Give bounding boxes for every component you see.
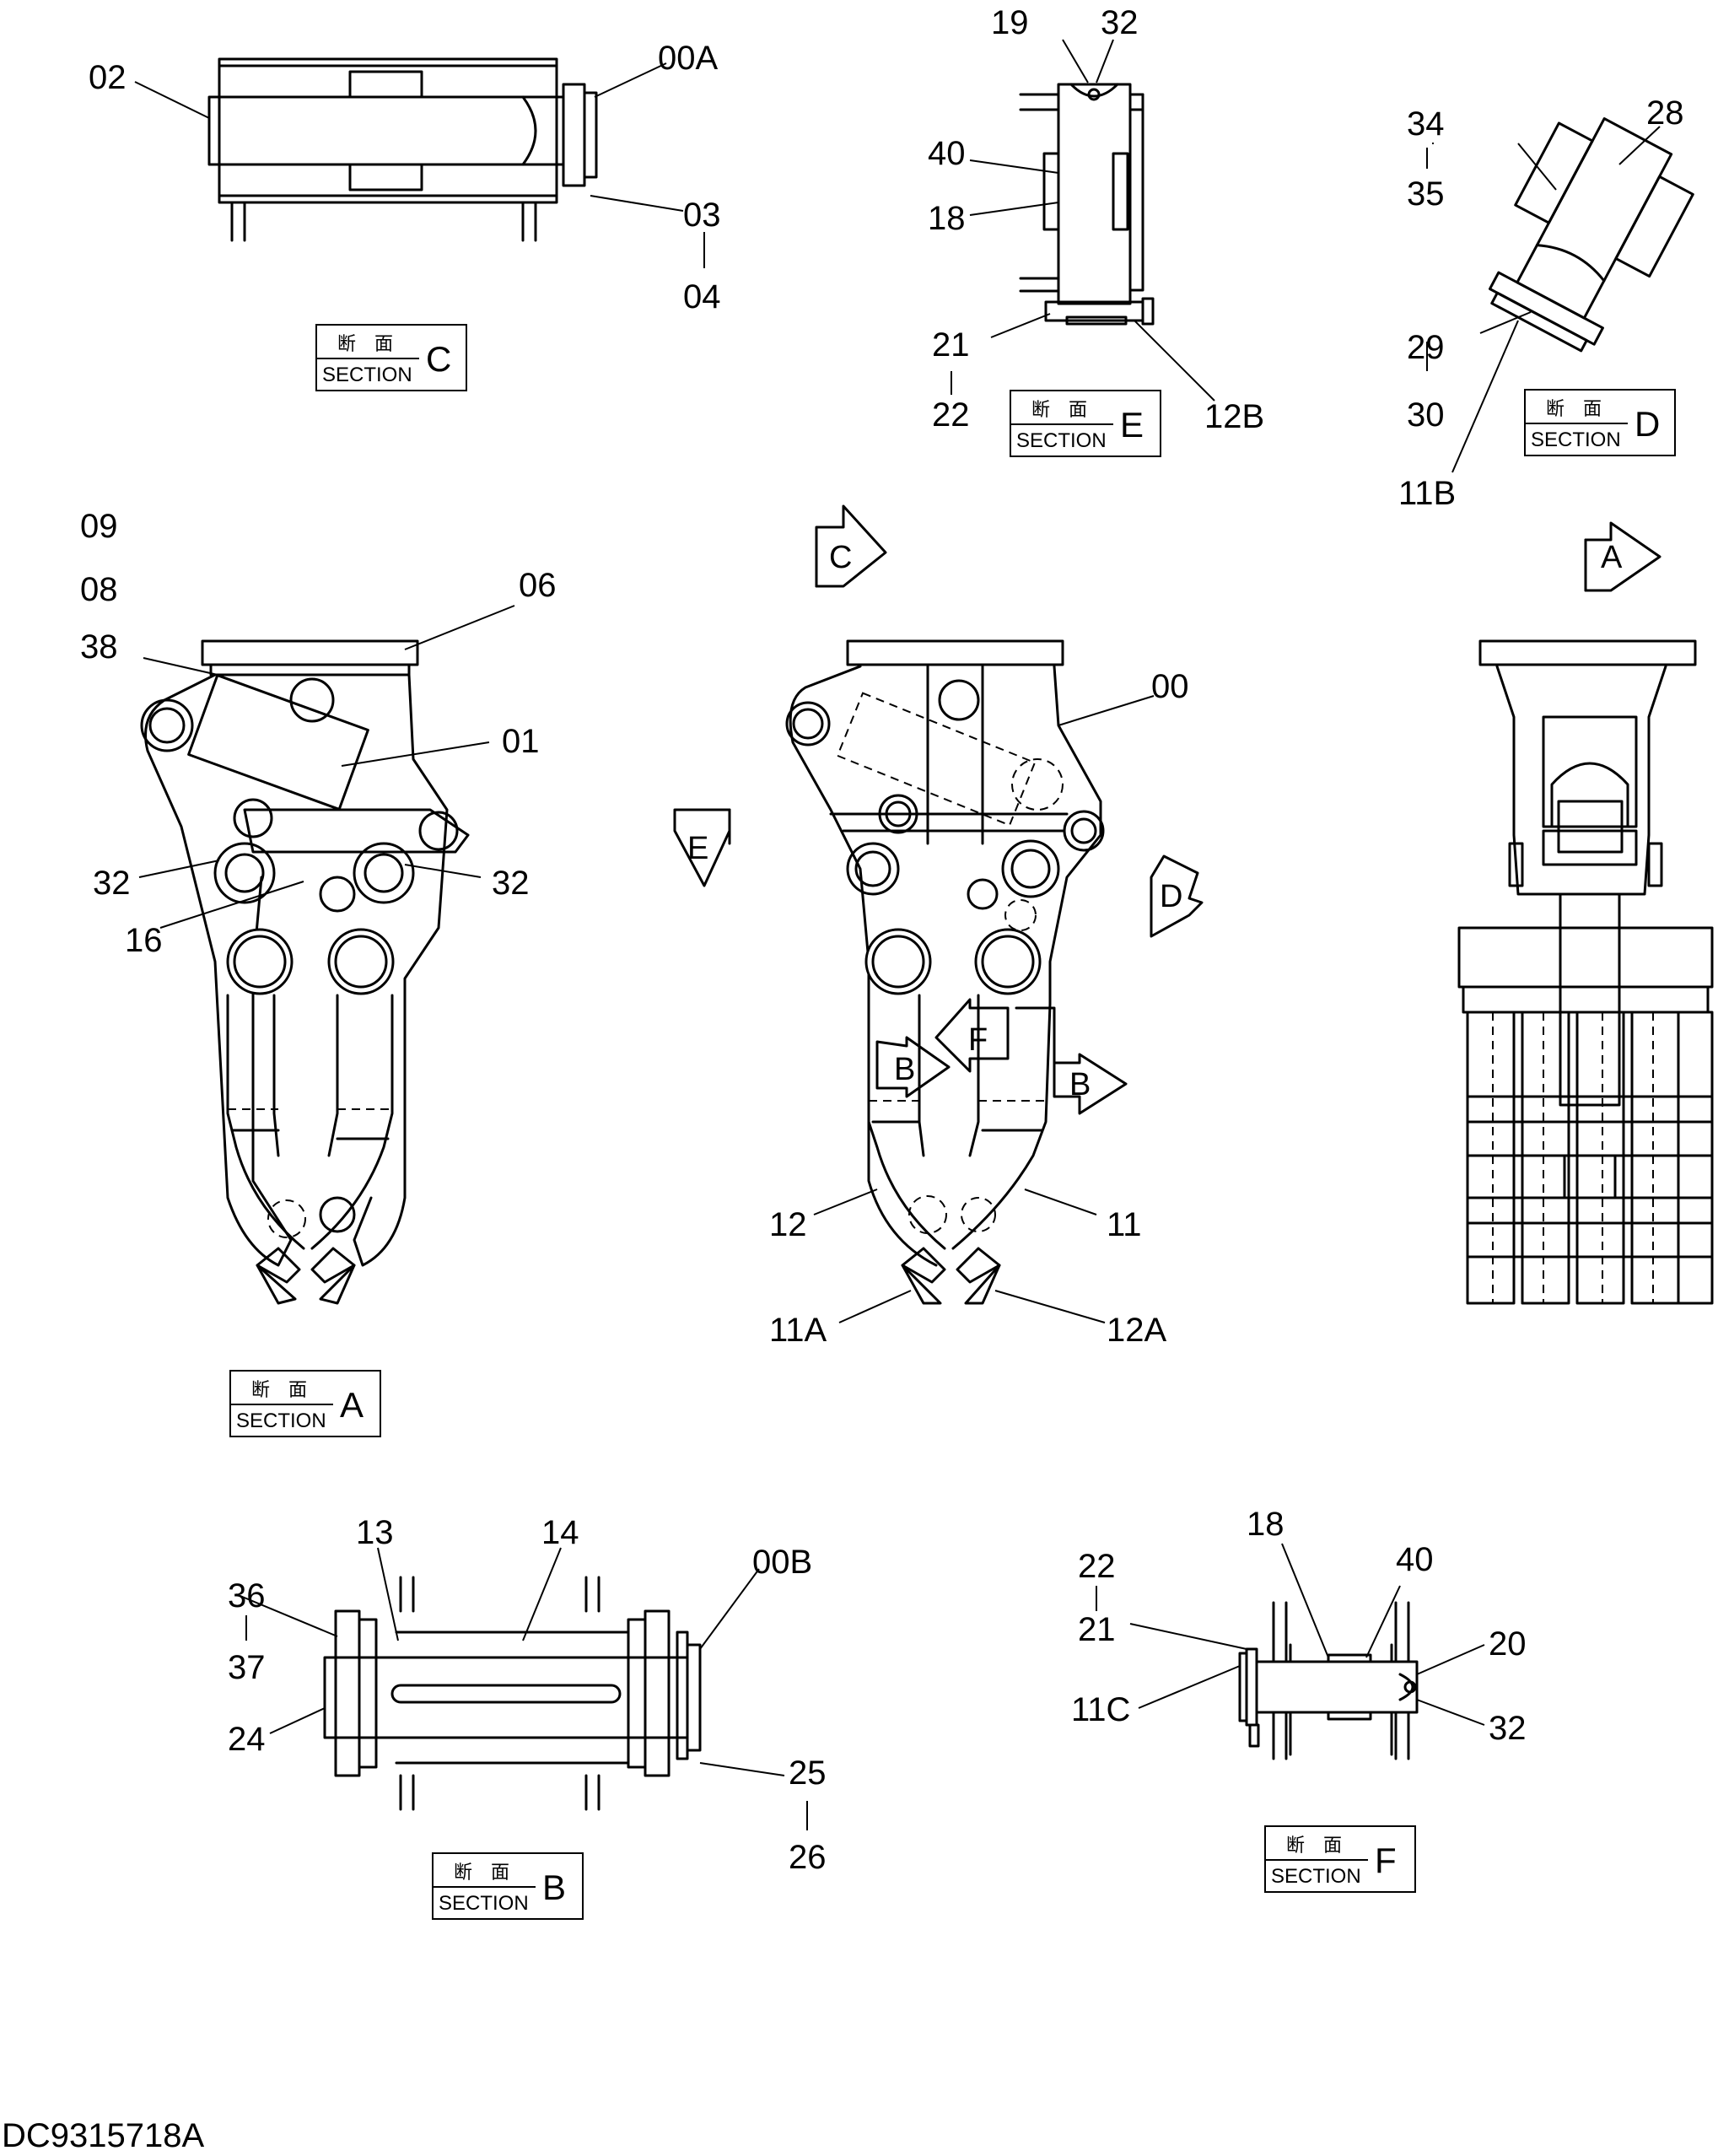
part-label: 21	[932, 326, 970, 364]
section-d-drawing	[1426, 117, 1694, 473]
part-label: 03	[683, 197, 721, 234]
section-box-d-en: SECTION	[1531, 429, 1621, 451]
view-arrow-a-letter: A	[1601, 540, 1623, 575]
view-arrow-f-letter: F	[968, 1022, 988, 1058]
part-label: 12B	[1204, 398, 1264, 435]
section-a-drawing	[138, 605, 515, 1305]
section-box-c: 断 面 SECTION C	[315, 324, 467, 391]
part-label: 13	[356, 1514, 394, 1551]
section-box-e: 断 面 SECTION E	[1010, 390, 1161, 457]
part-label: 01	[502, 723, 540, 760]
part-label: 11	[1107, 1206, 1142, 1243]
section-box-f: 断 面 SECTION F	[1264, 1825, 1416, 1893]
part-label: 34	[1407, 105, 1445, 143]
section-box-e-letter: E	[1120, 405, 1144, 445]
view-arrow-b-right: B	[1015, 1006, 1128, 1115]
part-label: 11B	[1398, 475, 1456, 512]
section-box-c-jp: 断 面	[337, 334, 393, 355]
part-label: 11C	[1071, 1691, 1130, 1728]
section-box-a-en: SECTION	[236, 1409, 326, 1432]
part-label: 38	[80, 628, 118, 666]
part-label: 04	[683, 278, 721, 315]
part-label: 28	[1646, 94, 1684, 132]
part-label: 02	[89, 59, 127, 96]
section-box-e-jp: 断 面	[1031, 400, 1087, 421]
part-label: 40	[928, 135, 966, 172]
section-b-drawing	[235, 1547, 808, 1830]
part-label: 32	[93, 865, 131, 902]
section-box-d: 断 面 SECTION D	[1524, 389, 1676, 456]
section-box-b-letter: B	[542, 1868, 566, 1907]
part-label: 36	[228, 1577, 266, 1614]
front-view-drawing	[1457, 639, 1714, 1305]
section-box-d-letter: D	[1635, 404, 1660, 444]
section-box-f-en: SECTION	[1271, 1865, 1361, 1888]
section-box-c-en: SECTION	[322, 364, 412, 386]
view-arrow-c: C	[815, 504, 887, 588]
part-label: 06	[519, 567, 557, 604]
part-label: 11A	[769, 1312, 827, 1349]
part-label: 08	[80, 571, 118, 608]
part-label: 24	[228, 1721, 266, 1758]
section-box-a-letter: A	[340, 1385, 364, 1425]
section-box-f-jp: 断 面	[1286, 1835, 1342, 1857]
section-box-b-jp: 断 面	[454, 1862, 509, 1884]
part-label: 29	[1407, 329, 1445, 366]
part-label: 19	[991, 4, 1029, 41]
section-box-d-jp: 断 面	[1546, 399, 1602, 420]
view-arrow-b-left: B	[875, 1036, 951, 1098]
view-arrow-d: D	[1150, 854, 1204, 938]
part-label: 14	[541, 1514, 579, 1551]
view-arrow-e-letter: E	[687, 831, 708, 866]
part-label: 20	[1489, 1625, 1527, 1663]
view-arrow-c-letter: C	[829, 540, 852, 575]
view-arrow-b-left-letter: B	[894, 1052, 915, 1087]
part-label: 21	[1078, 1611, 1116, 1648]
part-label: 09	[80, 508, 118, 545]
view-arrow-a: A	[1584, 521, 1661, 592]
part-label: 30	[1407, 396, 1445, 434]
part-label: 32	[1101, 4, 1139, 41]
part-label: 26	[789, 1839, 827, 1876]
part-label: 18	[1247, 1506, 1284, 1543]
part-label: 35	[1407, 175, 1445, 213]
view-arrow-b-right-letter: B	[1069, 1067, 1091, 1102]
part-label: 00B	[752, 1544, 812, 1581]
part-label: 32	[1489, 1710, 1527, 1747]
section-c-drawing	[134, 57, 705, 268]
section-box-e-en: SECTION	[1016, 429, 1107, 452]
section-box-a-jp: 断 面	[251, 1380, 307, 1401]
part-label: 32	[492, 865, 530, 902]
part-label: 12A	[1107, 1312, 1166, 1349]
section-box-f-letter: F	[1375, 1841, 1397, 1880]
section-box-b: 断 面 SECTION B	[432, 1852, 584, 1920]
section-f-drawing	[1096, 1543, 1485, 1760]
part-label: 37	[228, 1649, 266, 1686]
part-label: 00	[1151, 668, 1189, 705]
section-e-drawing	[951, 39, 1215, 402]
view-arrow-e: E	[673, 808, 731, 887]
part-label: 00A	[658, 40, 718, 77]
part-label: 22	[1078, 1548, 1116, 1585]
section-box-b-en: SECTION	[439, 1892, 529, 1915]
part-label: 22	[932, 396, 970, 434]
part-label: 40	[1396, 1541, 1434, 1578]
view-arrow-d-letter: D	[1160, 879, 1182, 914]
part-label: 25	[789, 1754, 827, 1792]
part-label: 18	[928, 200, 966, 237]
section-box-a: 断 面 SECTION A	[229, 1370, 381, 1437]
main-view-drawing	[785, 639, 1155, 1323]
part-label: 12	[769, 1206, 807, 1243]
section-box-c-letter: C	[426, 339, 451, 379]
part-label: 16	[125, 922, 163, 959]
document-id: DC9315718A	[2, 2117, 204, 2154]
view-arrow-f: F	[934, 998, 1010, 1073]
